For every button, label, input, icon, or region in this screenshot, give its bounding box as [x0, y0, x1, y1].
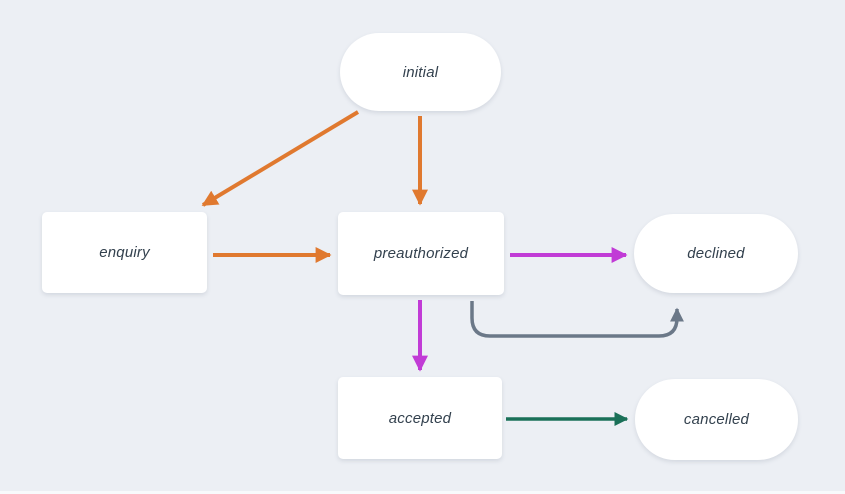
node-enquiry: enquiry — [42, 212, 207, 293]
node-cancelled-label: cancelled — [683, 411, 750, 428]
node-declined-label: declined — [687, 245, 745, 262]
node-preauthorized: preauthorized — [338, 212, 504, 295]
node-preauthorized-label: preauthorized — [373, 245, 469, 262]
page-edge-strip — [0, 491, 845, 494]
node-initial-label: initial — [402, 63, 439, 81]
node-accepted-label: accepted — [388, 409, 452, 427]
edge-preauthorized-to-declined-loop — [470, 301, 684, 338]
node-initial: initial — [340, 33, 501, 111]
node-cancelled: cancelled — [635, 379, 798, 460]
node-accepted: accepted — [338, 377, 502, 459]
edge-initial-to-enquiry — [201, 110, 360, 207]
node-declined: declined — [634, 214, 798, 293]
node-enquiry-label: enquiry — [99, 244, 150, 261]
